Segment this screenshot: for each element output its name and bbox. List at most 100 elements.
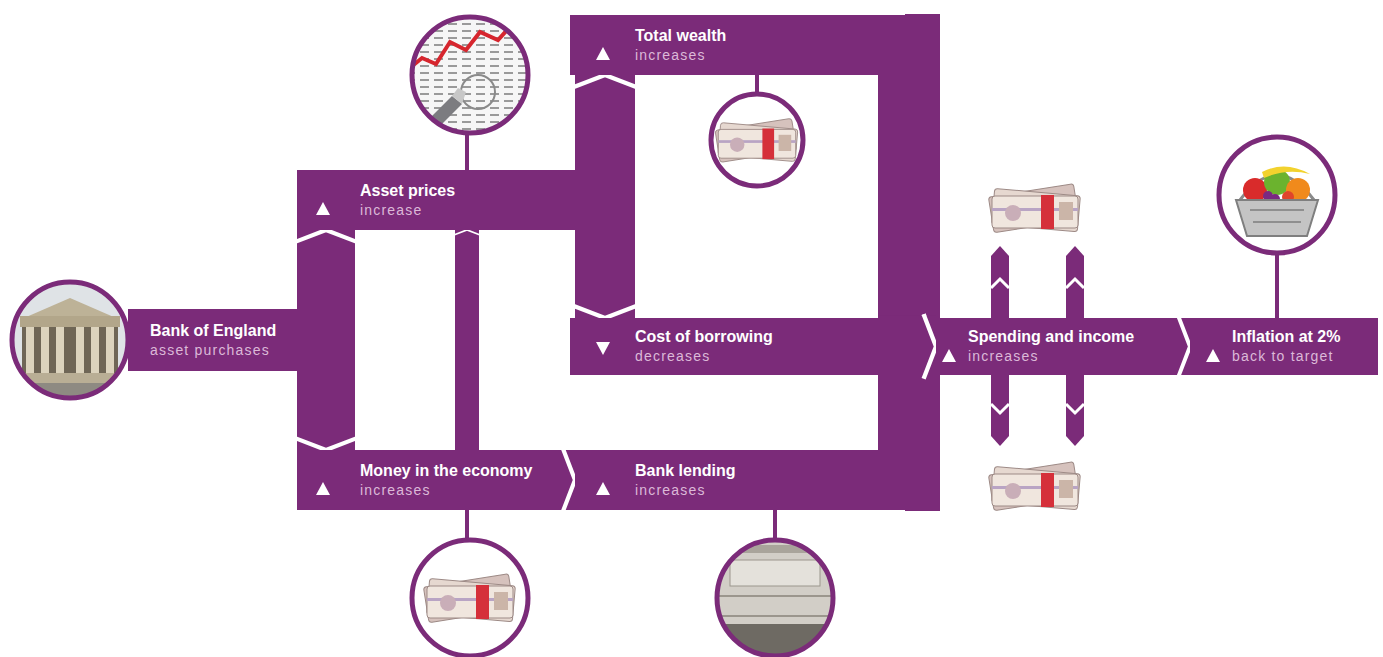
shopping-basket-icon xyxy=(1219,137,1335,253)
building-icon xyxy=(106,327,114,373)
band-heading: Bank lending xyxy=(635,461,735,481)
up-triangle xyxy=(942,349,956,362)
banknotes-picture xyxy=(988,184,1080,233)
band-subtext: increases xyxy=(968,347,1039,366)
shopping-basket-icon xyxy=(1219,137,1335,253)
down-triangle xyxy=(596,342,610,355)
flow-connector xyxy=(905,45,936,347)
shopping-basket-icon xyxy=(1253,221,1301,223)
building-icon xyxy=(41,327,49,373)
triangle-symbol xyxy=(316,202,330,215)
band-heading: Inflation at 2% xyxy=(1232,327,1340,347)
flow-band: Total wealthincreases xyxy=(570,15,905,75)
bank-facade-icon xyxy=(715,538,835,657)
banknotes-icon xyxy=(423,574,515,623)
flow-connector xyxy=(310,340,326,450)
band-heading: Money in the economy xyxy=(360,461,532,481)
band-heading: Asset prices xyxy=(360,181,455,201)
building-icon xyxy=(0,280,140,400)
chart-icon xyxy=(410,15,530,135)
band-subtext: asset purchases xyxy=(150,341,270,360)
flow-band: Bank lendingincreases xyxy=(575,450,905,510)
triangle-symbol xyxy=(596,342,610,355)
building-icon xyxy=(22,327,118,373)
chart-icon xyxy=(412,17,528,133)
banknotes-icon xyxy=(423,574,515,623)
banknotes-icon xyxy=(715,118,798,162)
flow-connector xyxy=(455,230,479,450)
shopping-basket-icon xyxy=(1236,166,1318,236)
chart-icon xyxy=(452,88,466,104)
triangle-symbol xyxy=(1206,349,1220,362)
shopping-basket-icon xyxy=(1219,137,1335,253)
banknotes-icon xyxy=(711,94,803,186)
spending-arrows xyxy=(1066,404,1084,413)
triangle-symbol xyxy=(316,482,330,495)
flow-band: Spending and incomeincreases xyxy=(936,318,1171,375)
banknotes-picture xyxy=(988,462,1080,511)
flow-band: Money in the economyincreases xyxy=(297,450,560,510)
building-icon xyxy=(56,327,64,373)
banknotes-icon xyxy=(715,118,798,162)
flow-band: Cost of borrowingdecreases xyxy=(570,318,905,375)
banknotes-icon xyxy=(412,540,528,656)
leader-line xyxy=(773,508,777,541)
band-subtext: increases xyxy=(360,481,431,500)
building-icon xyxy=(20,316,120,327)
bank-facade-icon xyxy=(715,615,835,617)
up-triangle xyxy=(316,202,330,215)
triangle-symbol xyxy=(596,482,610,495)
bank-facade-icon xyxy=(715,538,835,657)
banknotes-icon xyxy=(412,540,528,656)
flow-connector xyxy=(905,347,936,481)
flow-band: Bank of Englandasset purchases xyxy=(128,309,310,371)
leader-line xyxy=(465,508,469,541)
bank-facade-icon xyxy=(715,595,835,597)
flow-connector xyxy=(570,200,605,318)
triangle-symbol xyxy=(596,47,610,60)
band-subtext: increase xyxy=(360,201,423,220)
chart-icon xyxy=(405,6,540,148)
building-icon xyxy=(24,298,116,318)
building-icon xyxy=(12,282,128,398)
shopping-basket-icon xyxy=(1236,200,1318,236)
leader-lines xyxy=(467,73,1277,541)
chart-icon xyxy=(461,75,495,109)
building-icon xyxy=(91,327,99,373)
flow-connector xyxy=(560,450,575,510)
flow-band: Asset pricesincrease xyxy=(297,170,570,230)
bank-facade-icon xyxy=(717,540,833,656)
band-subtext: back to target xyxy=(1232,347,1334,366)
spending-arrows xyxy=(1066,373,1084,446)
leader-line xyxy=(465,134,469,172)
band-heading: Cost of borrowing xyxy=(635,327,773,347)
triangle-symbol xyxy=(942,349,956,362)
up-triangle xyxy=(596,47,610,60)
building-icon xyxy=(0,280,140,403)
building-icon xyxy=(12,282,128,398)
building-icon xyxy=(26,327,34,373)
building-icon xyxy=(76,327,84,373)
up-triangle xyxy=(1206,349,1220,362)
band-subtext: decreases xyxy=(635,347,710,366)
bank-facade-icon xyxy=(730,560,820,586)
banknotes-icon xyxy=(412,540,528,656)
building-icon xyxy=(0,280,140,403)
shopping-basket-icon xyxy=(1243,178,1267,202)
band-heading: Total wealth xyxy=(635,26,726,46)
chart-icon xyxy=(405,6,540,148)
band-heading: Spending and income xyxy=(968,327,1134,347)
flow-connector xyxy=(1171,318,1190,375)
band-subtext: increases xyxy=(635,46,706,65)
spending-arrows xyxy=(991,404,1009,413)
band-heading: Bank of England xyxy=(150,321,276,341)
band-subtext: increases xyxy=(635,481,706,500)
spending-arrows xyxy=(991,279,1009,288)
banknotes-icon xyxy=(711,94,803,186)
up-triangle xyxy=(596,482,610,495)
leader-line xyxy=(1275,254,1279,320)
flow-band: Inflation at 2%back to target xyxy=(1190,318,1378,375)
spending-arrows xyxy=(991,373,1009,446)
up-triangle xyxy=(316,482,330,495)
bank-facade-icon xyxy=(715,538,835,657)
